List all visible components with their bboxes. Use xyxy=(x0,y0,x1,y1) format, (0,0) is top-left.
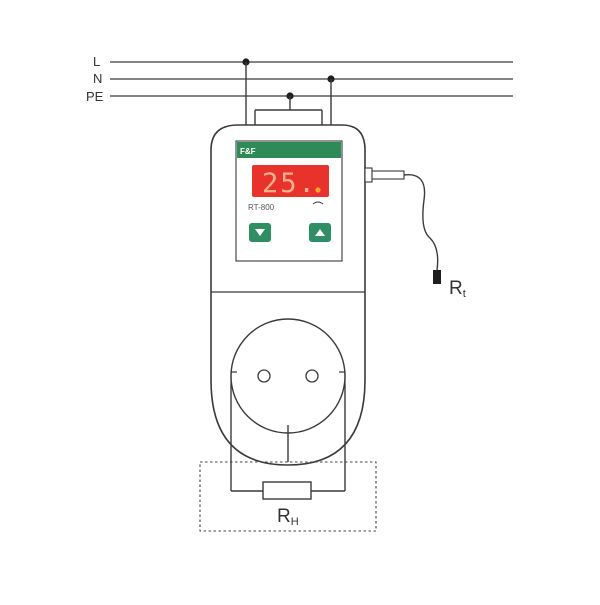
heater-load: RH xyxy=(199,461,377,532)
brand-logo: F&F xyxy=(240,147,256,156)
socket-pin-right xyxy=(305,369,319,383)
socket-outline xyxy=(230,318,346,434)
display-screen xyxy=(252,165,329,197)
display-value: 25. xyxy=(262,168,317,199)
socket xyxy=(230,318,346,434)
earth-clip-left xyxy=(230,371,237,384)
temperature-sensor: Rt xyxy=(364,167,466,300)
sensor-plug xyxy=(371,170,405,180)
resistor-symbol xyxy=(262,481,312,500)
sensor-label: Rt xyxy=(449,278,466,300)
feed-wires xyxy=(245,62,332,125)
indicator-led xyxy=(315,187,321,193)
heating-mark-icon xyxy=(312,201,324,205)
load-enclosure xyxy=(199,461,377,532)
earth-clip-right xyxy=(339,371,346,384)
triangle-down-icon xyxy=(255,229,265,236)
supply-lines: L N PE xyxy=(86,54,513,104)
logo-bar xyxy=(237,142,341,158)
load-label: RH xyxy=(277,506,299,528)
sensor-probe xyxy=(433,270,441,284)
front-panel: F&F 25. RT-800 xyxy=(235,140,343,262)
model-label: RT-800 xyxy=(248,203,275,212)
line-label-n: N xyxy=(93,71,102,86)
panel-frame xyxy=(235,140,343,262)
line-label-l: L xyxy=(93,54,100,69)
line-label-pe: PE xyxy=(86,89,104,104)
down-button[interactable] xyxy=(249,223,271,242)
sensor-cable xyxy=(403,174,439,271)
up-button[interactable] xyxy=(309,223,331,242)
load-wiring xyxy=(230,384,346,492)
triangle-up-icon xyxy=(315,229,325,236)
socket-pin-left xyxy=(257,369,271,383)
